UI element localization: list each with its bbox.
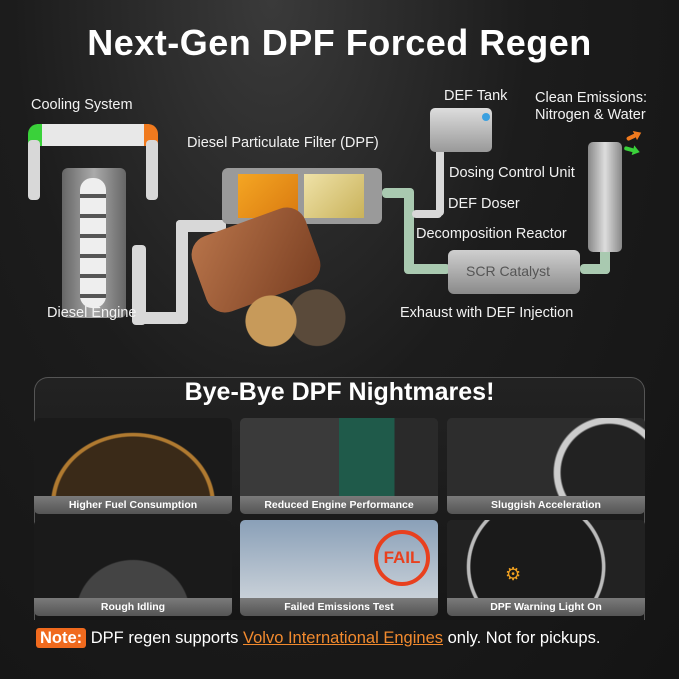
problem-caption: Higher Fuel Consumption <box>34 496 232 514</box>
pedal-speedometer-image <box>447 418 645 496</box>
steering-dashboard-image <box>34 520 232 598</box>
scr-catalyst <box>448 250 580 294</box>
label-exhaust-def-injection: Exhaust with DEF Injection <box>400 305 574 321</box>
problems-title: Bye-Bye DPF Nightmares! <box>184 378 495 406</box>
emission-arrow-green-icon <box>623 144 642 157</box>
label-dosing-control-unit: Dosing Control Unit <box>449 165 575 181</box>
label-clean-emissions: Clean Emissions: <box>535 90 648 106</box>
fail-stamp: FAIL <box>374 530 430 586</box>
problem-card-emissions: FAIL Failed Emissions Test <box>240 520 438 616</box>
doser-line <box>412 210 442 218</box>
problem-caption: Reduced Engine Performance <box>240 496 438 514</box>
problem-card-fuel: Higher Fuel Consumption <box>34 418 232 514</box>
note-text-end: only. Not for pickups. <box>447 629 601 647</box>
label-dpf: Diesel Particulate Filter (DPF) <box>187 135 379 151</box>
problem-card-idling: Rough Idling <box>34 520 232 616</box>
cooling-loop <box>28 124 158 146</box>
soot-particles-image <box>238 288 348 354</box>
problem-card-engine: Reduced Engine Performance <box>240 418 438 514</box>
note: Note: DPF regen supports Volvo Internati… <box>36 628 601 648</box>
problem-card-warning: ⚙ DPF Warning Light On <box>447 520 645 616</box>
dpf-clean-section <box>304 174 364 218</box>
label-def-tank: DEF Tank <box>444 88 508 104</box>
problem-caption: Rough Idling <box>34 598 232 616</box>
truck-engine-image <box>240 418 438 496</box>
fuel-gauge-image <box>34 418 232 496</box>
emission-arrow-orange-icon <box>625 128 644 143</box>
note-highlight: Volvo International Engines <box>243 629 443 647</box>
exhaust-pipe <box>176 220 226 232</box>
label-nitrogen-water: Nitrogen & Water <box>535 107 646 123</box>
problem-caption: DPF Warning Light On <box>447 598 645 616</box>
speedometer-warning-image: ⚙ <box>447 520 645 598</box>
note-tag: Note: <box>36 628 87 648</box>
def-pipe <box>382 188 412 198</box>
exhaust-pipe <box>132 312 182 324</box>
dpf-warning-light-icon: ⚙ <box>505 564 522 584</box>
cooling-pipe <box>28 140 40 200</box>
note-text: DPF regen supports <box>90 629 239 647</box>
scr-catalyst-label: SCR Catalyst <box>466 263 551 279</box>
def-pipe <box>404 264 450 274</box>
exhaust-smoke-image: FAIL <box>240 520 438 598</box>
def-tank <box>430 108 492 152</box>
def-tank-cap-icon <box>482 113 490 121</box>
label-cooling-system: Cooling System <box>31 97 133 113</box>
page-title: Next-Gen DPF Forced Regen <box>87 22 592 63</box>
doser-line <box>436 140 444 216</box>
def-pipe <box>404 188 414 273</box>
exhaust-pipe <box>132 245 146 325</box>
label-diesel-engine: Diesel Engine <box>47 305 137 321</box>
exhaust-stack <box>588 142 622 252</box>
problem-card-acceleration: Sluggish Acceleration <box>447 418 645 514</box>
outlet-pipe <box>580 264 610 274</box>
system-diagram: SCR Catalyst Cooling System Diesel Parti… <box>0 80 679 370</box>
label-def-doser: DEF Doser <box>448 196 520 212</box>
label-decomposition-reactor: Decomposition Reactor <box>416 226 567 242</box>
problem-caption: Failed Emissions Test <box>240 598 438 616</box>
problem-caption: Sluggish Acceleration <box>447 496 645 514</box>
exhaust-pipe <box>176 220 188 324</box>
cooling-pipe <box>146 140 158 200</box>
engine-cylinders <box>80 178 106 308</box>
